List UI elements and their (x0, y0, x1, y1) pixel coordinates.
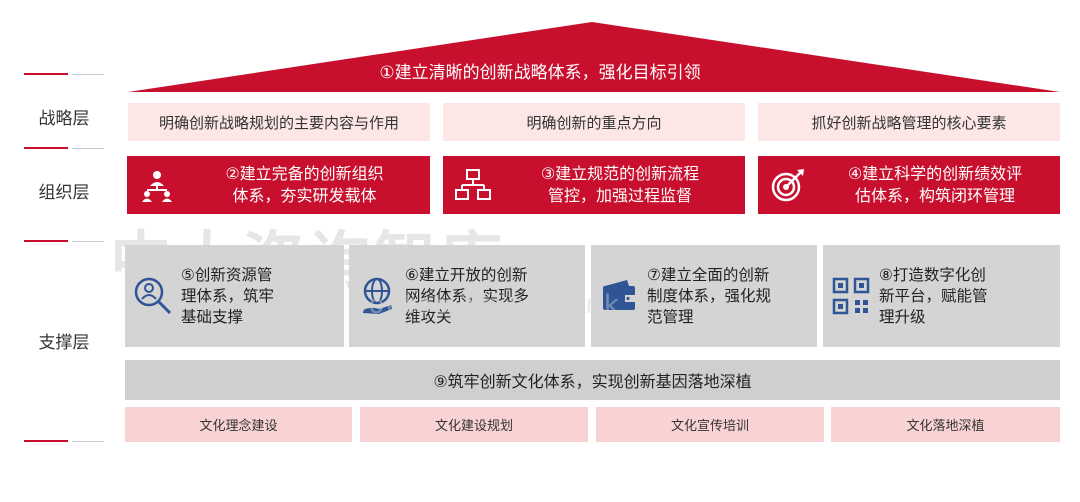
support-item-line: 基础支撑 (181, 307, 244, 326)
strategy-item: 抓好创新战略管理的核心要素 (758, 103, 1060, 141)
support-item: ⑤创新资源管 理体系，筑牢 基础支撑 (125, 245, 344, 347)
separator-line (24, 73, 68, 75)
culture-item: 文化理念建设 (125, 407, 352, 442)
culture-item: 文化落地深植 (831, 407, 1060, 442)
support-item-line: 范管理 (647, 307, 694, 326)
support-item-line: ⑤创新资源管 (181, 265, 273, 284)
flowchart-icon (443, 168, 503, 202)
separator-line (72, 74, 104, 75)
org-item-line: ②建立完备的创新组织 (225, 164, 384, 183)
support-item-line: ⑧打造数字化创 (879, 265, 986, 284)
watermark-sub: Sootoo Think Tank (350, 290, 622, 320)
support-item-line: ⑥建立开放的创新 (405, 265, 528, 284)
separator-line (24, 147, 68, 149)
org-item-line: ③建立规范的创新流程 (540, 164, 700, 183)
support-item-line: 制度体系，强化规 (647, 286, 772, 305)
org-item-line: 管控，加强过程监督 (547, 186, 692, 205)
people-network-icon (127, 168, 187, 202)
support-item-line: 理体系，筑牢 (181, 286, 275, 305)
layer-label-organization: 组织层 (38, 183, 90, 203)
wallet-icon (591, 276, 647, 316)
support-item-line: 维攻关 (405, 307, 452, 326)
org-item-line: 估体系，构筑闭环管理 (854, 186, 1015, 205)
support-item: ⑥建立开放的创新 网络体系，实现多 维攻关 (349, 245, 585, 347)
roof-triangle (128, 22, 1060, 92)
org-item-line: ④建立科学的创新绩效评 (847, 164, 1023, 183)
user-search-icon (125, 276, 181, 316)
support-item-line: 新平台，赋能管 (879, 286, 988, 305)
strategy-item: 明确创新的重点方向 (443, 103, 745, 141)
separator-line (72, 148, 104, 149)
roof-title: ①建立清晰的创新战略体系，强化目标引领 (379, 63, 701, 83)
support-item: ⑧打造数字化创 新平台，赋能管 理升级 (823, 245, 1060, 347)
separator-line (72, 441, 104, 442)
org-item: ②建立完备的创新组织 体系，夯实研发载体 (127, 156, 430, 214)
separator-line (72, 241, 104, 242)
culture-item: 文化宣传培训 (596, 407, 824, 442)
culture-title: ⑨筑牢创新文化体系，实现创新基因落地深植 (125, 360, 1060, 400)
qr-code-icon (823, 276, 879, 316)
culture-item: 文化建设规划 (360, 407, 588, 442)
support-item-line: 网络体系，实现多 (405, 286, 530, 305)
globe-hand-icon (349, 276, 405, 316)
support-item: ⑦建立全面的创新 制度体系，强化规 范管理 (591, 245, 817, 347)
layer-label-support: 支撑层 (38, 333, 90, 353)
support-item-line: ⑦建立全面的创新 (647, 265, 770, 284)
org-item: ③建立规范的创新流程 管控，加强过程监督 (443, 156, 745, 214)
org-item-line: 体系，夯实研发载体 (232, 186, 377, 205)
layer-label-strategy: 战略层 (38, 109, 90, 129)
support-item-line: 理升级 (879, 307, 926, 326)
org-item: ④建立科学的创新绩效评 估体系，构筑闭环管理 (758, 156, 1060, 214)
separator-line (24, 440, 68, 442)
strategy-item: 明确创新战略规划的主要内容与作用 (128, 103, 430, 141)
separator-line (24, 240, 68, 242)
target-icon (758, 167, 818, 203)
